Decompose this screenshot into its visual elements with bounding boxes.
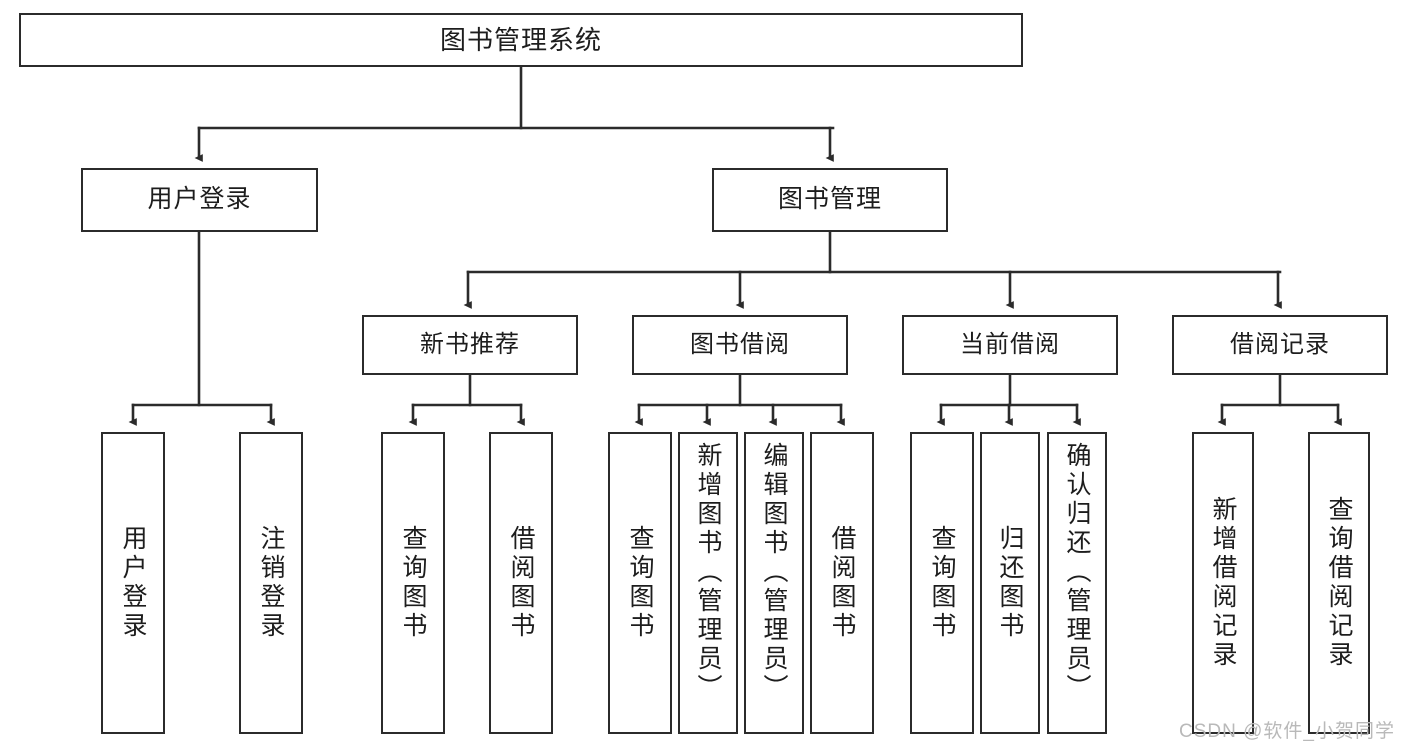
node-root-book-management-system[interactable]: 图书管理系统 [19, 13, 1023, 67]
leaf-current-confirm-return-admin[interactable]: 确认归还（管理员） [1047, 432, 1107, 734]
node-label: 查询图书 [399, 525, 427, 641]
node-label: 借阅图书 [828, 525, 856, 641]
leaf-record-query-borrow-record[interactable]: 查询借阅记录 [1308, 432, 1370, 734]
node-label: 新增借阅记录 [1209, 496, 1237, 670]
node-label: 当前借阅 [960, 330, 1060, 358]
node-label: 查询借阅记录 [1325, 496, 1353, 670]
node-user-login[interactable]: 用户登录 [81, 168, 318, 232]
leaf-borrow-edit-book-admin[interactable]: 编辑图书（管理员） [744, 432, 804, 734]
node-label: 用户登录 [119, 525, 147, 641]
leaf-current-query-book[interactable]: 查询图书 [910, 432, 974, 734]
leaf-recommend-borrow-book[interactable]: 借阅图书 [489, 432, 553, 734]
leaf-user-logout[interactable]: 注销登录 [239, 432, 303, 734]
node-book-management[interactable]: 图书管理 [712, 168, 948, 232]
node-label: 新书推荐 [420, 330, 520, 358]
node-label: 用户登录 [147, 185, 252, 214]
node-label: 图书管理 [777, 185, 882, 214]
node-label: 借阅记录 [1230, 330, 1330, 358]
node-label: 注销登录 [257, 525, 285, 641]
leaf-recommend-query-book[interactable]: 查询图书 [381, 432, 445, 734]
node-label: 查询图书 [626, 525, 654, 641]
node-current-borrow[interactable]: 当前借阅 [902, 315, 1118, 375]
node-label: 归还图书 [996, 525, 1024, 641]
node-label: 图书管理系统 [439, 24, 602, 55]
node-label: 新增图书（管理员） [694, 442, 722, 703]
leaf-borrow-add-book-admin[interactable]: 新增图书（管理员） [678, 432, 738, 734]
leaf-borrow-borrow-book[interactable]: 借阅图书 [810, 432, 874, 734]
leaf-current-return-book[interactable]: 归还图书 [980, 432, 1040, 734]
node-label: 编辑图书（管理员） [760, 442, 788, 703]
leaf-borrow-query-book[interactable]: 查询图书 [608, 432, 672, 734]
node-new-book-recommend[interactable]: 新书推荐 [362, 315, 578, 375]
csdn-watermark: CSDN @软件_小贺同学 [1179, 721, 1395, 742]
node-label: 确认归还（管理员） [1063, 442, 1091, 703]
node-label: 借阅图书 [507, 525, 535, 641]
node-borrow-record[interactable]: 借阅记录 [1172, 315, 1388, 375]
leaf-record-add-borrow-record[interactable]: 新增借阅记录 [1192, 432, 1254, 734]
node-label: 查询图书 [928, 525, 956, 641]
node-label: 图书借阅 [690, 330, 790, 358]
leaf-user-login[interactable]: 用户登录 [101, 432, 165, 734]
node-book-borrow[interactable]: 图书借阅 [632, 315, 848, 375]
